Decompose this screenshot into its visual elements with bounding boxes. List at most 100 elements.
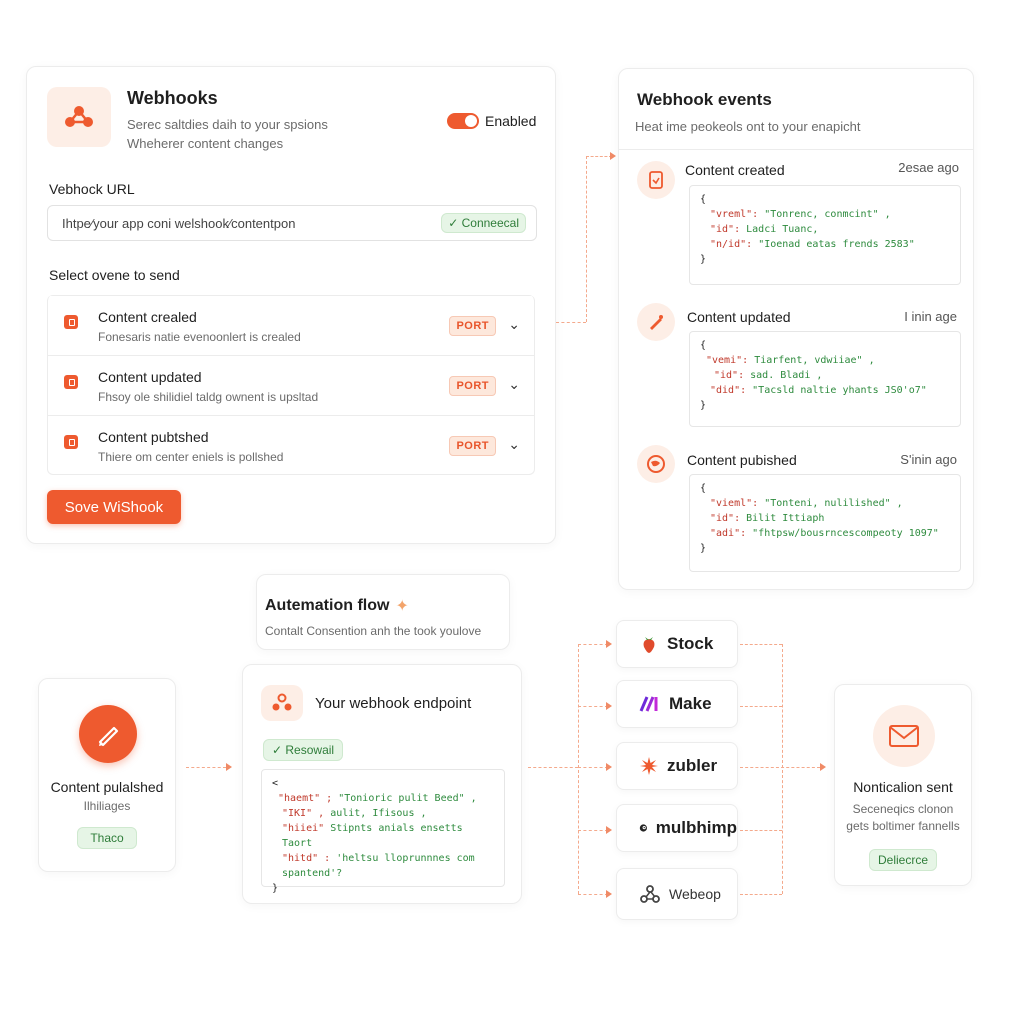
connector-line — [578, 767, 608, 768]
service-stock[interactable]: Stock — [616, 620, 738, 668]
connector-line — [740, 644, 782, 645]
connector-line — [578, 706, 608, 707]
notification-status-pill: Deliecrce — [868, 849, 937, 871]
connector-line — [586, 156, 612, 157]
event-row[interactable]: Content updated Fhsoy ole shilidiel tald… — [48, 355, 534, 415]
service-make[interactable]: Make — [616, 680, 738, 728]
endpoint-status-pill: ✓ Resowail — [263, 739, 344, 761]
notification-title: Nonticalion sent — [853, 779, 953, 795]
event-description: Fhsoy ole shilidiel taldg ownent is upsl… — [98, 390, 319, 404]
strawberry-icon — [643, 637, 655, 653]
pencil-icon — [79, 705, 137, 763]
pencil-icon — [637, 303, 675, 341]
code-key: "IKI" , — [282, 808, 325, 819]
chevron-down-icon[interactable]: ⌄ — [508, 316, 520, 332]
arrow-icon — [820, 763, 826, 771]
webhook-url-label: Vebhock URL — [49, 181, 135, 197]
connector-line — [578, 894, 608, 895]
event-row[interactable]: Content pubtshed Thiere om center eniels… — [48, 415, 534, 474]
code-line: { — [700, 194, 707, 205]
code-key: "id": — [714, 370, 745, 381]
mail-icon — [873, 705, 935, 767]
code-key: "id": — [710, 513, 741, 524]
webhooks-description-2: Wheherer content changes — [127, 136, 284, 151]
connector-line — [186, 767, 226, 768]
webhook-icon — [272, 693, 292, 711]
connector-line — [586, 156, 587, 322]
code-line: } — [700, 543, 707, 554]
port-badge: PORT — [449, 376, 496, 396]
webhook-endpoint-card: Your webhook endpoint ✓ Resowail < "haem… — [242, 664, 522, 904]
event-log-time: 2esae ago — [898, 160, 959, 175]
arrow-icon — [610, 152, 616, 160]
event-row[interactable]: Content crealed Fonesaris natie evenoonl… — [48, 295, 534, 355]
enabled-label: Enabled — [485, 113, 537, 129]
connector-line — [740, 894, 782, 895]
divider — [619, 149, 973, 150]
arrow-icon — [606, 702, 612, 710]
event-log-time: S'inin ago — [900, 452, 957, 467]
event-log-title: Content updated — [687, 309, 791, 325]
webhook-events-subtitle: Heat ime peokeols ont to your enapicht — [635, 119, 861, 134]
arrow-icon — [606, 763, 612, 771]
code-key: "did": — [710, 385, 747, 396]
code-key: "id": — [710, 224, 741, 235]
notification-line-1: Seceneqics clonon — [852, 802, 954, 816]
service-name: Webeop — [669, 886, 721, 902]
code-value: Bilit Ittiaph — [746, 513, 825, 524]
source-title: Content pulalshed — [50, 779, 164, 795]
toggle-knob — [465, 115, 477, 127]
endpoint-logo — [261, 685, 303, 721]
code-line: } — [700, 400, 707, 411]
zapier-logo-icon — [640, 757, 658, 775]
chevron-down-icon[interactable]: ⌄ — [508, 376, 520, 392]
code-key: "haemt" ; — [278, 793, 333, 804]
enabled-toggle[interactable] — [447, 113, 479, 129]
payload-code: { "vemi": Tiarfent, vdwiiae" , "id": sad… — [689, 331, 961, 427]
webhook-icon — [65, 106, 93, 127]
code-key: "n/id": — [710, 239, 753, 250]
event-log-title: Content created — [685, 162, 785, 178]
code-line: } — [700, 254, 707, 265]
code-key: "hiiei" — [282, 823, 325, 834]
event-checkbox[interactable] — [64, 375, 78, 389]
chevron-down-icon[interactable]: ⌄ — [508, 436, 520, 452]
service-webeop[interactable]: Webeop — [616, 868, 738, 920]
globe-icon — [637, 445, 675, 483]
save-webhook-button[interactable]: Sove WiShook — [47, 490, 181, 524]
service-name: mulbhimp — [655, 818, 737, 837]
connector-line — [740, 767, 820, 768]
arrow-icon — [606, 640, 612, 648]
event-checkbox[interactable] — [64, 315, 78, 329]
payload-code: { "vieml": "Tonteni, nulilished" , "id":… — [689, 474, 961, 572]
code-value: aulit, Ifisous , — [330, 808, 427, 819]
service-zubler[interactable]: zubler — [616, 742, 738, 790]
event-log-title: Content pubished — [687, 452, 797, 468]
code-line: < — [272, 778, 279, 789]
code-line: { — [700, 483, 707, 494]
arrow-icon — [606, 826, 612, 834]
code-value: "Tacsld naltie yhants JS0'o7" — [752, 385, 927, 396]
port-badge: PORT — [449, 316, 496, 336]
code-key: "adi": — [710, 528, 747, 539]
code-value: Ladci Tuanc, — [746, 224, 819, 235]
event-log-time: I inin age — [904, 309, 957, 324]
code-key: "vreml": — [710, 209, 759, 220]
webhook-url-field[interactable]: Ihtpe∕your app coni welshook∕contentpon … — [47, 205, 537, 241]
document-icon — [637, 161, 675, 199]
connector-line — [782, 644, 783, 894]
webhooks-logo — [47, 87, 111, 147]
service-name: Stock — [667, 634, 714, 653]
code-value: "Ioenad eatas frends 2583" — [758, 239, 915, 250]
connector-line — [528, 767, 578, 768]
events-list: Content crealed Fonesaris natie evenoonl… — [47, 295, 535, 475]
code-key: "vemi": — [706, 355, 749, 366]
code-value: "Tonioric pulit Beed" , — [338, 793, 477, 804]
code-value: "Tonrenc, conmcint" , — [764, 209, 891, 220]
service-mulbhimp[interactable]: mulbhimp — [616, 804, 738, 852]
event-description: Thiere om center eniels is pollshed — [98, 450, 284, 464]
event-checkbox[interactable] — [64, 435, 78, 449]
sparkle-icon: ✦ — [395, 598, 409, 615]
arrow-icon — [606, 890, 612, 898]
code-line: { — [700, 340, 707, 351]
